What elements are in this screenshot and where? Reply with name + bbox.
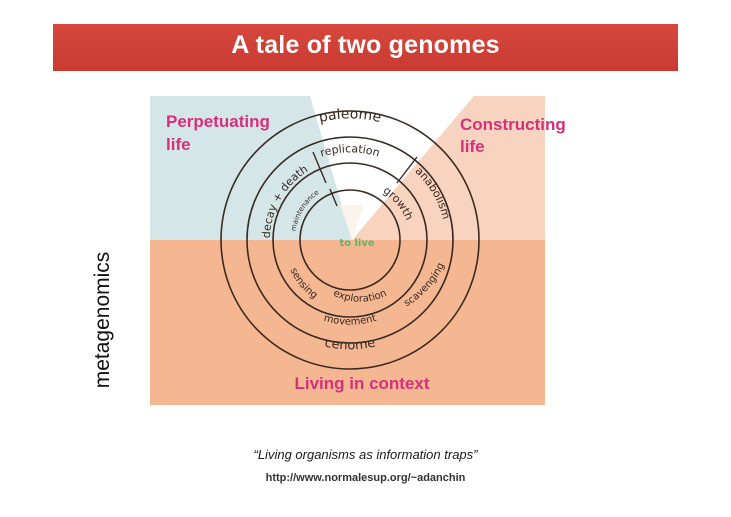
perpetuating-label-line2: life xyxy=(166,135,191,154)
divider-left-upper xyxy=(312,151,327,184)
constructing-region xyxy=(352,96,545,240)
inner-ring xyxy=(299,189,401,291)
slide-title: A tale of two genomes xyxy=(231,31,500,59)
centre-wedge xyxy=(340,205,364,240)
ring-2 xyxy=(246,136,454,344)
divider-right-upper xyxy=(396,156,418,184)
source-url: http://www.normalesup.org/~adanchin xyxy=(265,472,466,484)
exploration-label: exploration xyxy=(331,288,388,305)
cenome-label: cenome xyxy=(323,336,376,354)
movement-label: movement xyxy=(323,313,378,328)
quote-text: “Living organisms as information traps” xyxy=(253,447,478,462)
ring-3 xyxy=(272,162,428,318)
concentric-rings xyxy=(220,110,480,370)
replication-label: replication xyxy=(319,142,382,159)
constructing-label-line1: Constructing xyxy=(460,115,566,134)
metagenomics-label: metagenomics xyxy=(91,251,114,389)
living-in-context-label: Living in context xyxy=(294,374,429,393)
perpetuating-region xyxy=(150,96,352,240)
outer-ring xyxy=(220,110,480,370)
constructing-label-line2: life xyxy=(460,137,485,156)
divider-left-mid xyxy=(329,188,338,207)
perpetuating-label-line1: Perpetuating xyxy=(166,112,270,131)
sector-dividers xyxy=(312,151,418,207)
lower-context-region xyxy=(150,240,545,405)
paleome-label: paleome xyxy=(317,106,383,126)
to-live-label: to live xyxy=(339,238,375,249)
title-bar: A tale of two genomes xyxy=(53,24,678,71)
